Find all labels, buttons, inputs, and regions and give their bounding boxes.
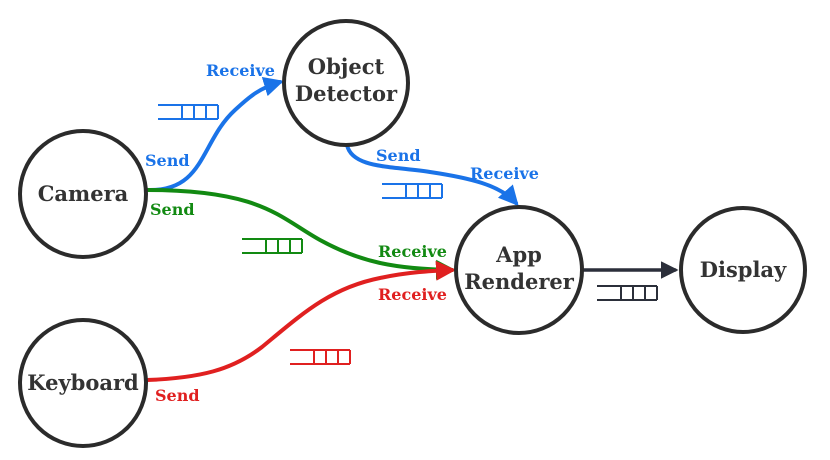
node-display: Display (679, 206, 807, 334)
edge-camera-to-detector (145, 77, 284, 193)
edge-keyboard-to-renderer-send-label: Send (155, 386, 200, 405)
node-keyboard-label: Keyboard (27, 370, 139, 395)
edge-camera-to-detector-send-label: Send (145, 151, 190, 170)
node-display-label: Display (700, 257, 787, 282)
node-app-renderer-label-line1: App (495, 242, 542, 267)
node-camera-label: Camera (38, 181, 129, 206)
node-keyboard: Keyboard (18, 318, 148, 448)
queue-icon (242, 238, 303, 254)
node-camera: Camera (18, 129, 148, 259)
queue-icon (158, 104, 219, 120)
edge-keyboard-to-renderer-receive-label: Receive (378, 285, 447, 304)
node-app-renderer: App Renderer (454, 205, 584, 335)
queue-icon (597, 285, 658, 301)
edge-detector-to-renderer-receive-label: Receive (470, 164, 539, 183)
edge-detector-to-renderer (345, 143, 519, 206)
node-object-detector-label-line2: Detector (295, 81, 398, 106)
edge-camera-to-renderer-receive-label: Receive (378, 242, 447, 261)
node-object-detector-label-line1: Object (308, 54, 385, 79)
edge-keyboard-to-renderer (145, 260, 456, 382)
queue-icon (382, 183, 443, 199)
edge-camera-to-renderer-send-label: Send (150, 200, 195, 219)
edge-camera-to-renderer (145, 188, 456, 280)
node-object-detector: Object Detector (282, 19, 410, 147)
edge-camera-to-detector-receive-label: Receive (206, 61, 275, 80)
node-app-renderer-label-line2: Renderer (464, 269, 575, 294)
queue-icon (290, 349, 351, 365)
edge-detector-to-renderer-send-label: Send (376, 146, 421, 165)
